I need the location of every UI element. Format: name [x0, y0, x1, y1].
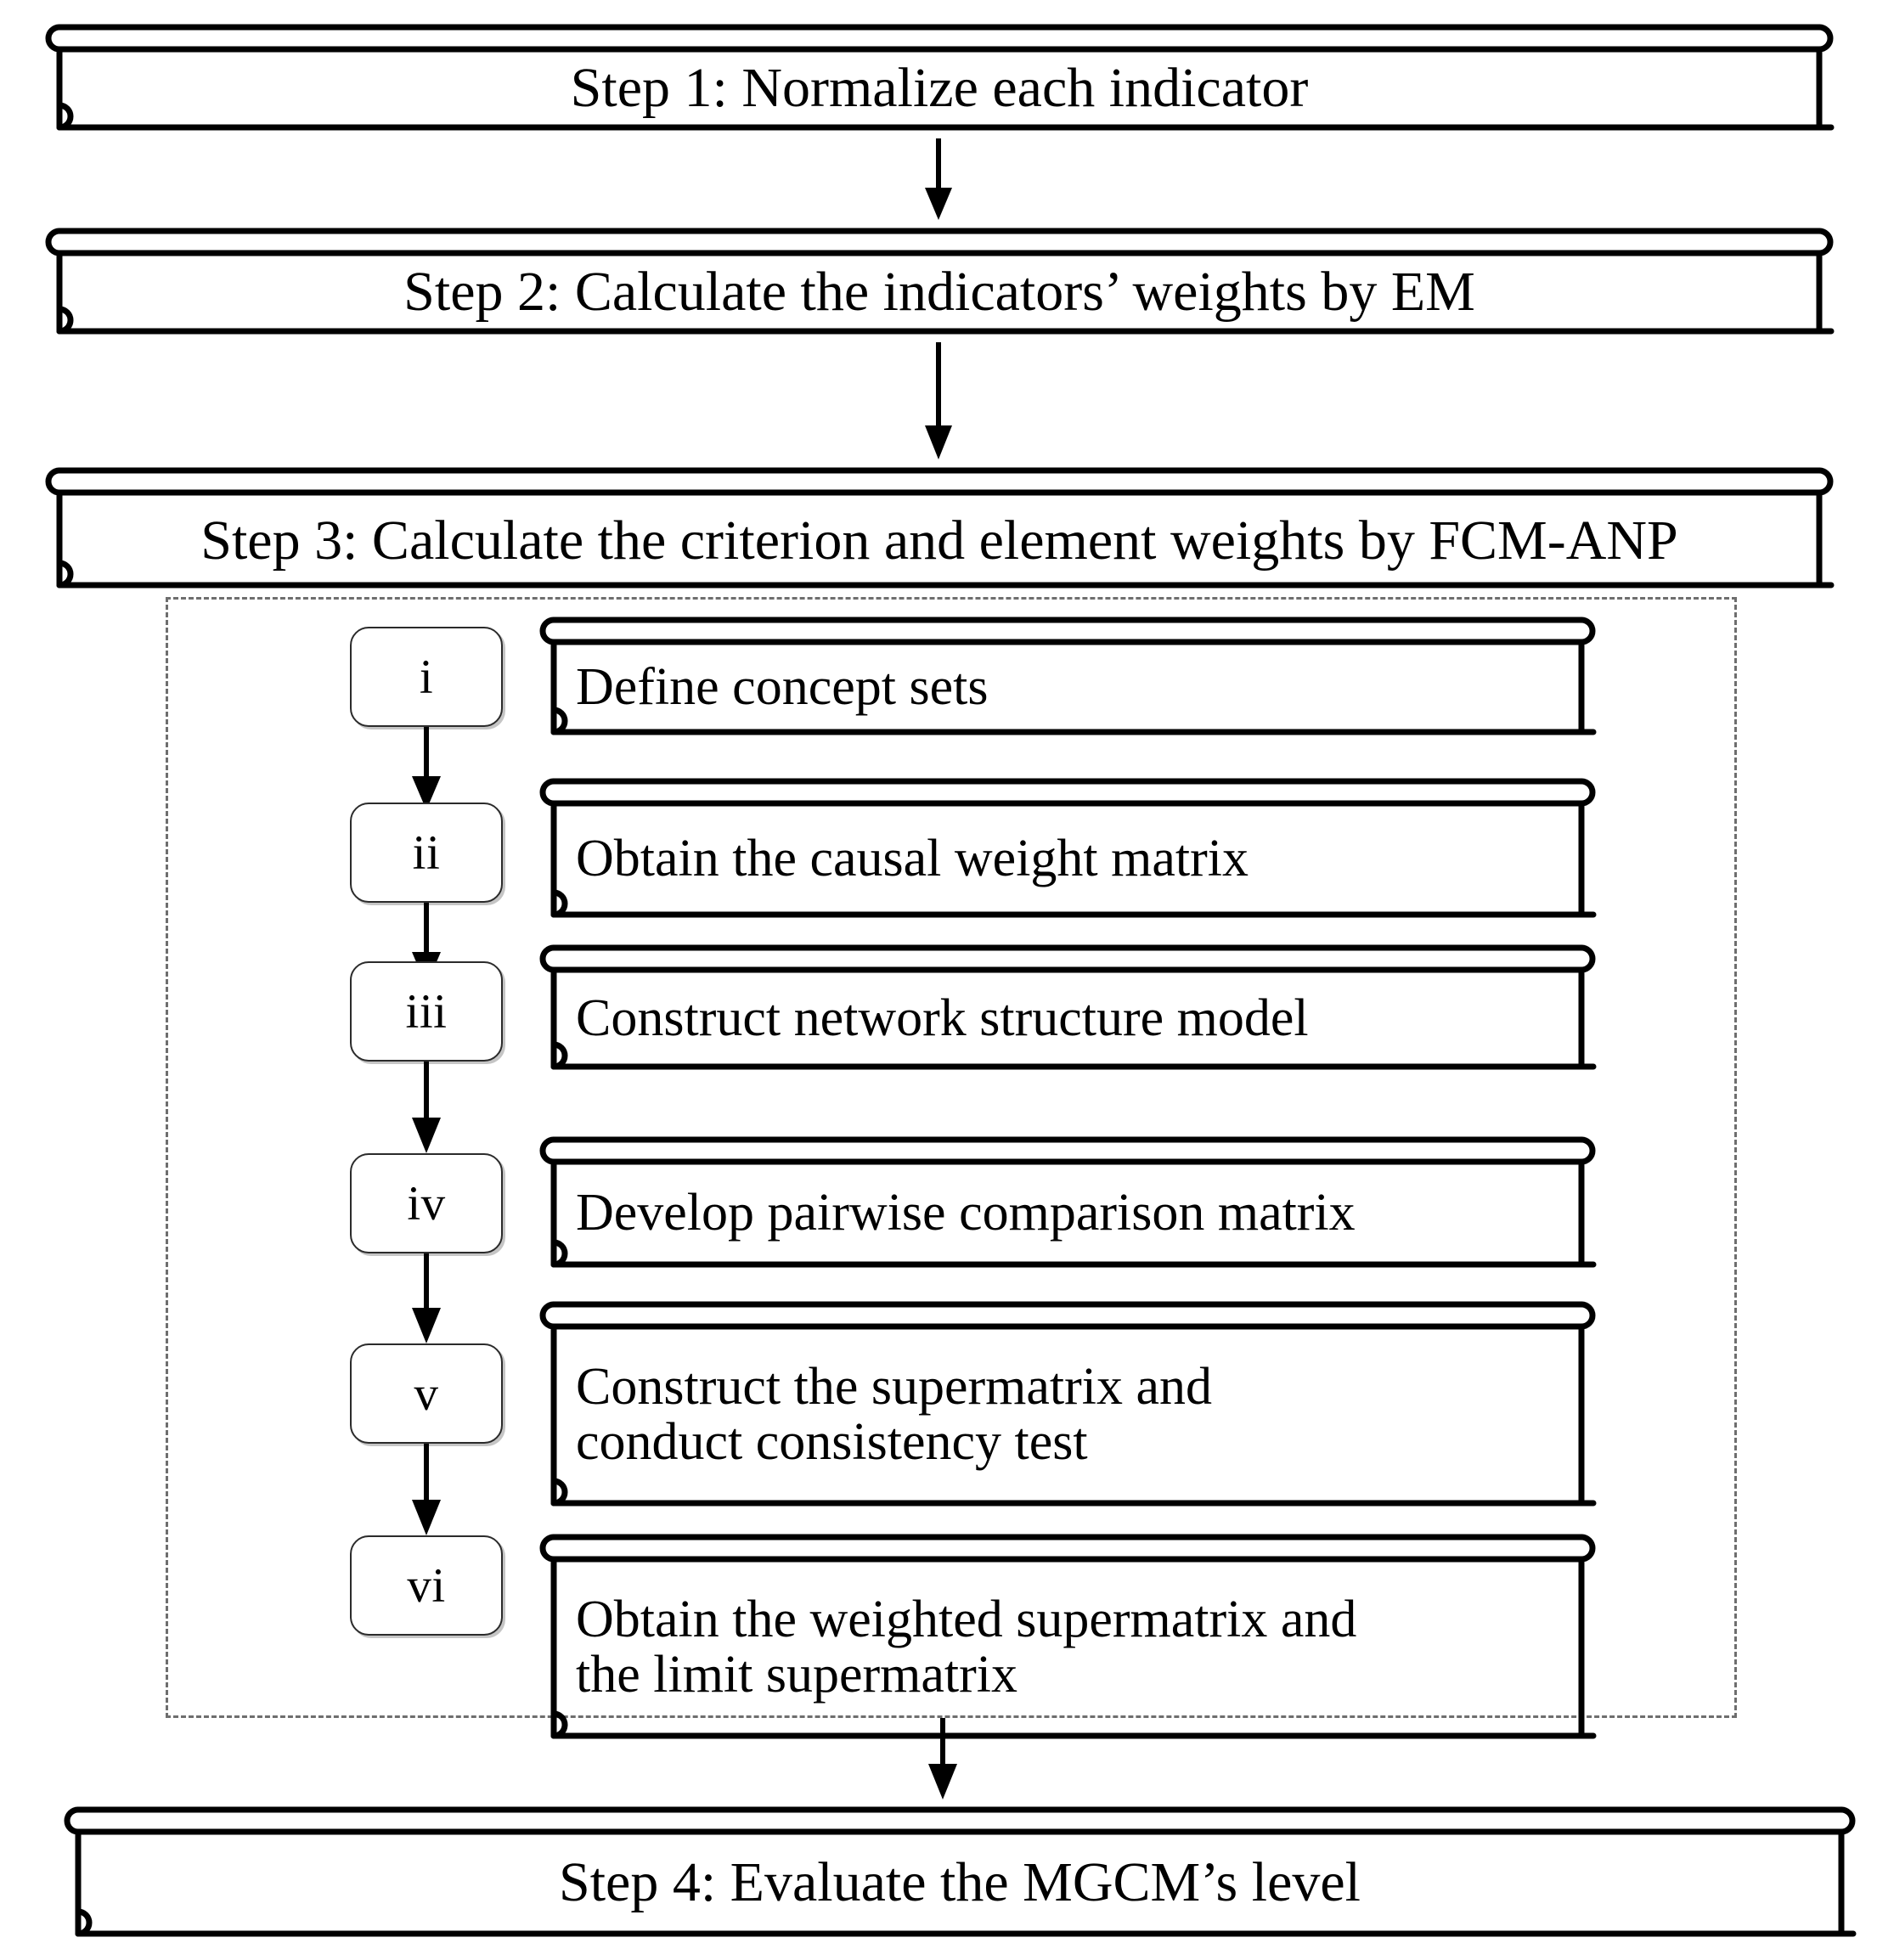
- substep-ii-box[interactable]: Obtain the causal weight matrix: [533, 769, 1602, 926]
- arrow-group-step4: [926, 1718, 960, 1803]
- arrow-i-ii: [409, 727, 443, 812]
- arrow-step2-step3: [922, 342, 955, 461]
- scroll-shape: [539, 617, 1597, 735]
- substep-i-label: Define concept sets: [576, 657, 989, 716]
- substep-iii-label: Construct network structure model: [576, 988, 1309, 1047]
- substep-numeral-i-box[interactable]: i: [350, 627, 503, 727]
- substep-iv-label: Develop pairwise comparison matrix: [576, 1184, 1356, 1242]
- scroll-shape: [539, 944, 1597, 1070]
- scroll-shape: [64, 1806, 1857, 1937]
- substep-iii-box[interactable]: Construct network structure model: [533, 936, 1602, 1079]
- substep-numeral-v-label: v: [414, 1366, 439, 1421]
- scroll-shape: [45, 24, 1835, 131]
- step-4-box[interactable]: Step 4: Evaluate the MGCM’s level: [58, 1798, 1862, 1946]
- step-1-label: Step 1: Normalize each indicator: [570, 57, 1309, 119]
- substep-i-box[interactable]: Define concept sets: [533, 608, 1602, 744]
- step-2-box[interactable]: Step 2: Calculate the indicators’ weight…: [39, 219, 1840, 343]
- scroll-shape: [539, 778, 1597, 918]
- arrow-iv-v: [409, 1253, 443, 1345]
- substep-ii-label: Obtain the causal weight matrix: [576, 830, 1249, 887]
- scroll-shape: [45, 228, 1835, 335]
- substep-v-label: Construct the supermatrix and conduct co…: [576, 1357, 1212, 1471]
- step-4-label: Step 4: Evaluate the MGCM’s level: [558, 1851, 1361, 1913]
- substep-numeral-i-label: i: [419, 650, 434, 704]
- substep-iv-box[interactable]: Develop pairwise comparison matrix: [533, 1128, 1602, 1276]
- step-2-label: Step 2: Calculate the indicators’ weight…: [403, 261, 1475, 323]
- substep-numeral-vi-label: vi: [407, 1558, 446, 1613]
- substep-vi-box[interactable]: Obtain the weighted supermatrix and the …: [533, 1525, 1602, 1748]
- arrow-step1-step2: [922, 138, 955, 222]
- scroll-shape: [539, 1534, 1597, 1739]
- scroll-shape: [539, 1136, 1597, 1268]
- arrow-iii-iv: [409, 1062, 443, 1155]
- substep-v-box[interactable]: Construct the supermatrix and conduct co…: [533, 1293, 1602, 1515]
- substep-vi-label: Obtain the weighted supermatrix and the …: [576, 1590, 1357, 1704]
- substep-numeral-iv-label: iv: [407, 1176, 446, 1231]
- substep-numeral-ii-label: ii: [412, 825, 441, 880]
- substep-numeral-v-box[interactable]: v: [350, 1343, 503, 1444]
- substep-numeral-vi-box[interactable]: vi: [350, 1535, 503, 1636]
- step-1-box[interactable]: Step 1: Normalize each indicator: [39, 15, 1840, 139]
- substep-numeral-iv-box[interactable]: iv: [350, 1153, 503, 1253]
- arrow-v-vi: [409, 1444, 443, 1537]
- substep-numeral-ii-box[interactable]: ii: [350, 803, 503, 903]
- substep-numeral-iii-box[interactable]: iii: [350, 961, 503, 1062]
- scroll-shape: [45, 467, 1835, 589]
- step-3-label: Step 3: Calculate the criterion and elem…: [200, 509, 1678, 572]
- scroll-shape: [539, 1301, 1597, 1507]
- step-3-box[interactable]: Step 3: Calculate the criterion and elem…: [39, 459, 1840, 597]
- substep-numeral-iii-label: iii: [405, 984, 448, 1039]
